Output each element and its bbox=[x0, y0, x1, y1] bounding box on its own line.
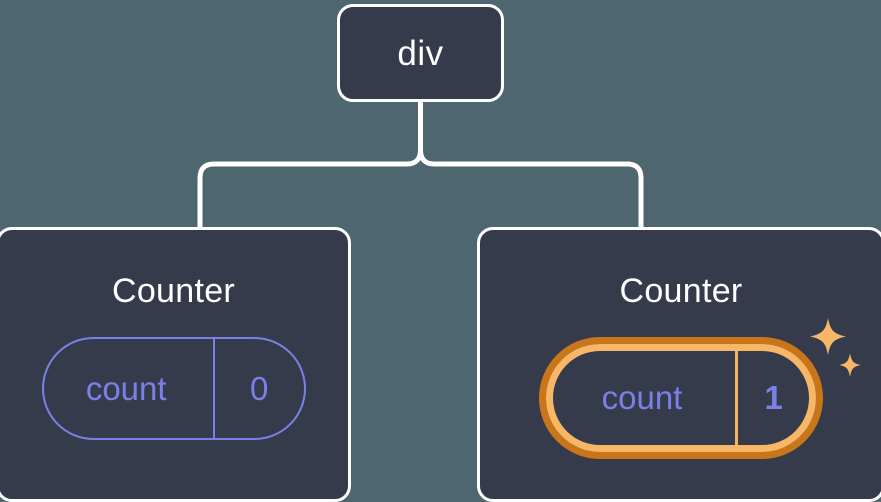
state-pill-wrapper-left: count 0 bbox=[0, 337, 348, 440]
state-pill-left[interactable]: count 0 bbox=[41, 337, 306, 440]
state-pill-right[interactable]: count 1 bbox=[539, 337, 823, 459]
counter-card-right[interactable]: Counter count 1 bbox=[477, 227, 881, 502]
state-key-right: count bbox=[601, 379, 683, 416]
state-value-right: 1 bbox=[735, 351, 809, 445]
state-value-left: 0 bbox=[212, 339, 304, 438]
counter-card-left[interactable]: Counter count 0 bbox=[0, 227, 351, 502]
div-node-label: div bbox=[397, 33, 444, 73]
edge-div-to-counter-left bbox=[197, 98, 423, 231]
edge-div-to-counter-right bbox=[418, 98, 644, 231]
state-key-left: count bbox=[85, 369, 167, 407]
div-node[interactable]: div bbox=[337, 4, 504, 102]
counter-left-title: Counter bbox=[111, 272, 236, 310]
state-pill-wrapper-right: count 1 bbox=[480, 337, 881, 459]
counter-right-title: Counter bbox=[619, 272, 743, 310]
state-pill-right-inner: count 1 bbox=[546, 344, 816, 452]
